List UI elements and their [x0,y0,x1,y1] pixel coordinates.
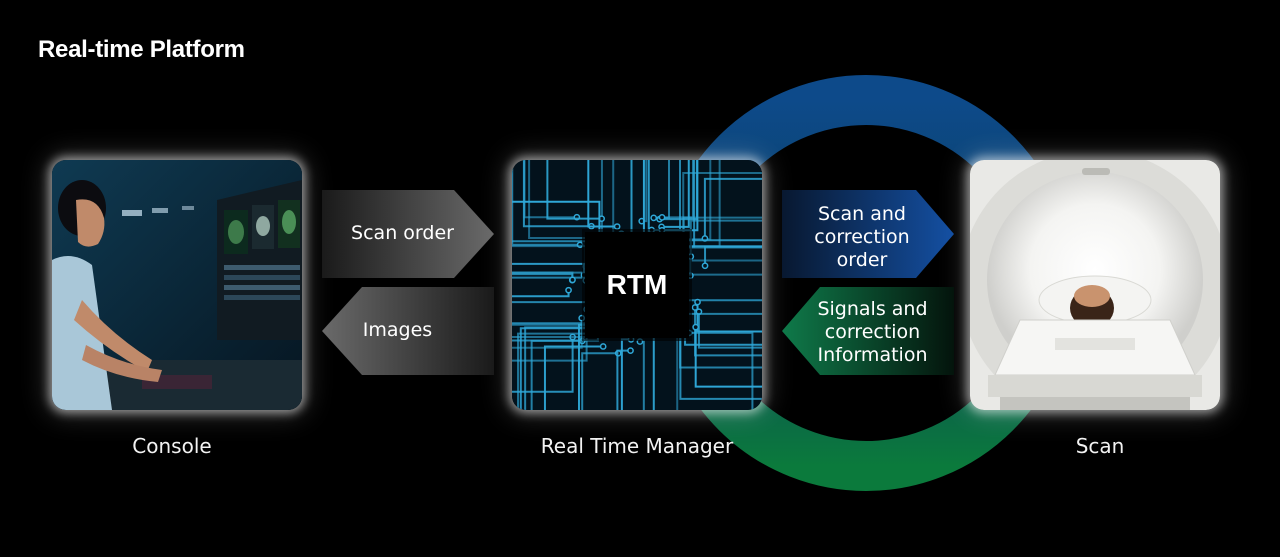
circuit-trace [528,160,600,239]
signals-correction-arrow [782,287,954,375]
circuit-node [636,338,644,345]
circuit-trace [689,219,762,257]
circuit-trace [704,245,762,266]
circuit-trace [662,160,699,232]
circuit-trace [543,345,604,410]
circuit-trace [512,160,581,246]
rtm-caption: Real Time Manager [540,434,734,458]
circuit-trace [512,200,601,243]
circuit-trace [661,160,690,228]
circuit-trace [581,352,619,410]
circuit-trace [522,160,592,228]
images-arrow [322,287,494,375]
diagram-title: Real-time Platform [38,36,245,63]
circuit-node [658,214,666,221]
circuit-node [692,323,700,331]
circuit-node [627,347,634,354]
rtm-chip: RTM [585,232,689,338]
circuit-node [569,276,576,284]
circuit-trace [697,311,762,349]
circuit-trace [682,172,762,238]
circuit-node [565,286,572,294]
circuit-trace [694,327,762,388]
circuit-trace [587,160,618,228]
circuit-trace [512,262,585,275]
scan-correction-order-label: Scan and correction order [814,203,910,271]
circuit-node [694,298,701,306]
rtm-chip-text: RTM [606,269,668,300]
circuit-node [578,314,586,322]
circuit-trace [689,331,754,410]
scan-correction-order-arrow [782,190,954,278]
console-image [52,160,302,410]
rtm-circuit-image: RTM [512,160,762,410]
circuit-trace [524,326,591,410]
console-caption: Console [132,434,212,458]
circuit-trace [703,177,762,239]
circuit-trace [512,336,574,393]
circuit-trace [616,349,631,410]
scan-caption: Scan [1075,434,1125,458]
circuit-node [650,214,658,222]
circuit-trace [546,160,602,220]
scan-order-arrow [322,190,494,278]
circuit-node [701,262,709,270]
circuit-trace [689,259,762,276]
mri-scanner-image [970,160,1220,410]
circuit-trace [662,160,694,219]
images-label: Images [362,319,433,341]
circuit-node [613,223,621,230]
signals-correction-label: Signals and correction Information [817,298,928,366]
scan-order-label: Scan order [351,222,454,244]
circuit-node [599,343,607,350]
circuit-trace [512,318,583,349]
circuit-trace [517,332,592,410]
